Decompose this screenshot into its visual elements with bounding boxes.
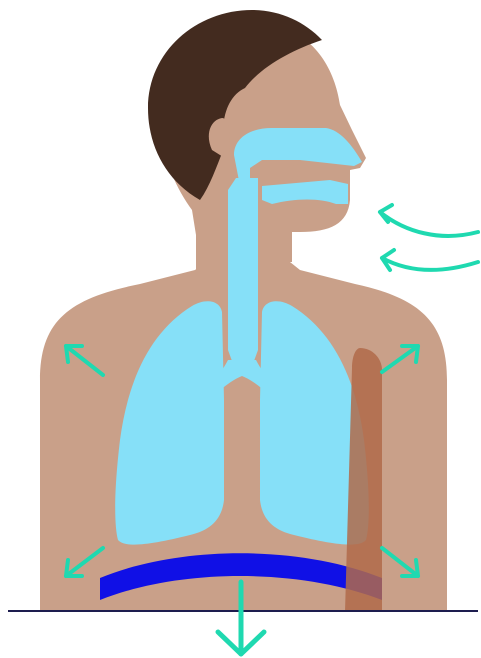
trachea: [228, 178, 258, 372]
curved-arrow-icon: [380, 205, 478, 236]
curved-arrow-icon: [382, 250, 478, 270]
mediastinum: [224, 387, 260, 516]
